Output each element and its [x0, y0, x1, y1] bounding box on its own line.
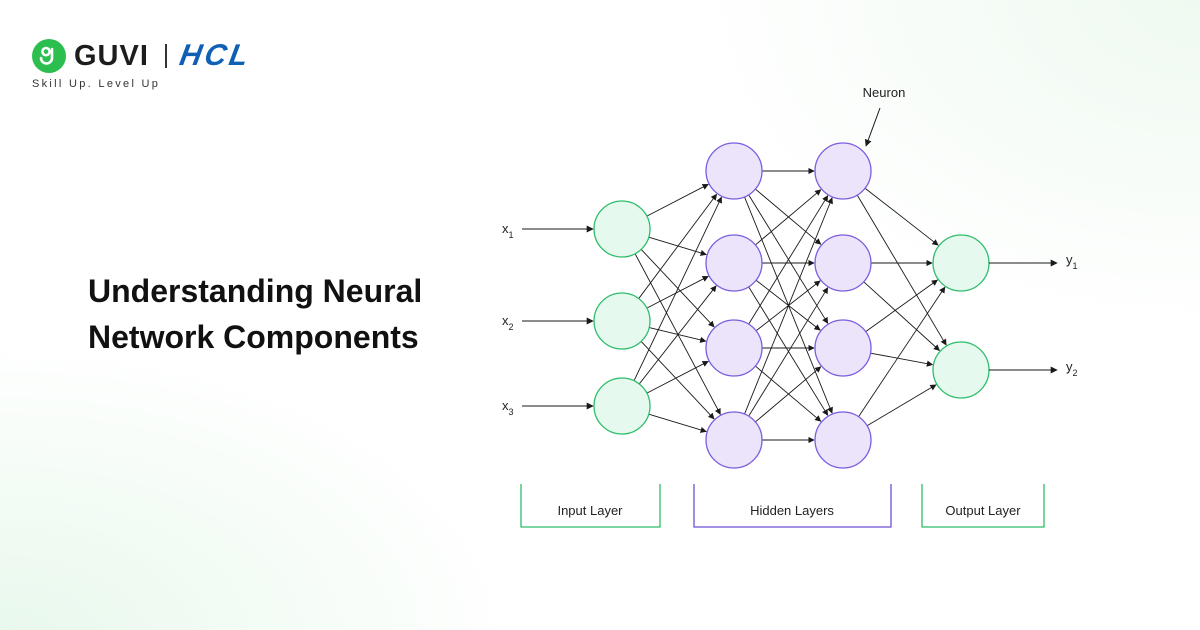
page-title-line-2: Network Components — [88, 319, 419, 355]
hidden-neuron-3-2 — [814, 234, 872, 292]
hidden-neuron-2-2 — [705, 234, 763, 292]
hidden-neuron-2-4 — [705, 411, 763, 469]
connection-l2-0-0 — [864, 187, 939, 246]
page-title-line-1: Understanding Neural — [88, 273, 423, 309]
connection-l1-2-0 — [748, 195, 829, 325]
connection-l1-3-0 — [744, 197, 833, 415]
input-neuron-1-2 — [593, 292, 651, 350]
output-layer-bracket: Output Layer — [921, 484, 1045, 528]
connection-l2-2-1 — [870, 352, 934, 367]
connection-l0-0-0 — [646, 183, 709, 217]
page-title: Understanding Neural Network Components — [88, 268, 508, 360]
input-label-1: x1 — [502, 221, 514, 240]
connection-l1-1-2 — [755, 279, 821, 331]
hidden-layers-bracket: Hidden Layers — [693, 484, 892, 528]
io-labels: x1 x2 x3 y1 y2 — [502, 221, 1078, 417]
output-layer-label: Output Layer — [945, 503, 1021, 518]
connection-l2-3-0 — [858, 286, 946, 417]
input-neuron-1-1 — [593, 200, 651, 258]
connection-l1-3-2 — [755, 366, 822, 423]
connection-l0-0-1 — [648, 236, 707, 256]
connection-l2-1-1 — [863, 281, 940, 351]
connections — [633, 167, 947, 444]
connection-l0-1-1 — [646, 275, 709, 309]
output-neuron-4-1 — [932, 234, 990, 292]
brand-logo[interactable]: GUVI HCL Skill Up. Level Up — [32, 36, 332, 96]
input-label-3: x3 — [502, 398, 514, 417]
input-label-2: x2 — [502, 313, 514, 332]
neuron-callout-arrow — [864, 107, 881, 147]
input-layer-bracket: Input Layer — [520, 484, 661, 528]
connection-l0-1-2 — [649, 327, 707, 343]
brand-tagline: Skill Up. Level Up — [32, 78, 161, 90]
connection-l0-0-2 — [640, 249, 715, 328]
logo-divider — [165, 44, 167, 68]
connection-l1-3-1 — [748, 287, 829, 417]
brand-name: GUVI — [74, 40, 149, 72]
connection-l0-1-3 — [640, 341, 715, 420]
hidden-neuron-3-3 — [814, 319, 872, 377]
connection-l0-2-2 — [646, 360, 709, 394]
connection-l2-2-0 — [865, 279, 938, 332]
connection-l0-2-3 — [648, 413, 707, 433]
guvi-logo-icon — [32, 39, 66, 73]
connection-l0-2-0 — [633, 196, 722, 381]
neurons — [593, 142, 990, 469]
connection-l1-0-1 — [755, 188, 822, 245]
output-label-1: y1 — [1066, 252, 1078, 271]
output-label-2: y2 — [1066, 359, 1078, 378]
connection-l1-1-0 — [755, 189, 822, 246]
connection-l2-0-1 — [856, 194, 947, 346]
hidden-neuron-2-3 — [705, 319, 763, 377]
neuron-callout-label: Neuron — [863, 85, 906, 100]
hidden-layers-label: Hidden Layers — [750, 503, 834, 518]
connection-l1-2-3 — [755, 365, 822, 422]
connection-l0-2-1 — [638, 285, 717, 385]
input-neuron-1-3 — [593, 377, 651, 435]
connection-l2-3-1 — [866, 384, 937, 427]
hidden-neuron-3-4 — [814, 411, 872, 469]
connection-l0-1-0 — [638, 193, 718, 299]
hidden-neuron-3-1 — [814, 142, 872, 200]
input-layer-label: Input Layer — [557, 503, 623, 518]
hidden-neuron-2-1 — [705, 142, 763, 200]
output-neuron-4-2 — [932, 341, 990, 399]
